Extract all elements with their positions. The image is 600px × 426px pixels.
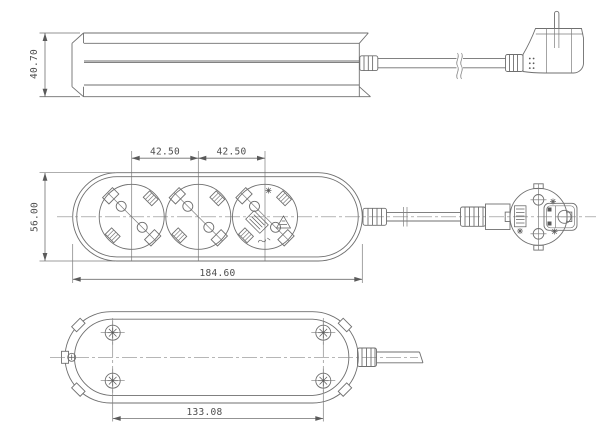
certification-mark-icon xyxy=(265,187,272,194)
plug-side xyxy=(505,10,584,74)
plug-rating-label xyxy=(514,205,527,228)
cable-front xyxy=(362,203,511,230)
side-view: 40.70 xyxy=(29,10,584,98)
dimension-label-56-00: 56.00 xyxy=(30,202,41,232)
plug-certification-mark-3 xyxy=(516,227,524,235)
dimension-42-50-pair: 42.50 42.50 xyxy=(131,147,266,262)
dimension-40-70: 40.70 xyxy=(29,32,80,98)
clamp-screw-head-bottom xyxy=(547,221,552,226)
plug-certification-mark-1 xyxy=(549,198,557,205)
recycle-triangle-icon xyxy=(275,215,292,229)
plug-face xyxy=(504,183,578,251)
dimension-label-184-60: 184.60 xyxy=(199,268,235,279)
plug-tab-left xyxy=(504,211,511,222)
strip-body-side xyxy=(71,32,371,98)
dimension-56-00: 56.00 xyxy=(30,172,115,262)
screw-hole-bottom-left xyxy=(100,368,126,394)
cable-bottom xyxy=(357,347,424,367)
dimension-label-42-50-left: 42.50 xyxy=(150,147,180,158)
strip-body-front xyxy=(72,172,363,262)
screw-hole-top-right xyxy=(310,320,336,346)
dimension-label-133-08: 133.08 xyxy=(186,407,222,418)
plug-certification-mark-2 xyxy=(551,228,558,235)
socket-3-markings xyxy=(245,187,292,243)
earth-pin xyxy=(554,10,560,29)
clamp-screw-head-top xyxy=(547,207,552,212)
screw-hole-top-left xyxy=(100,320,126,346)
mounting-notches xyxy=(61,317,353,397)
cord-clamp xyxy=(543,202,578,231)
bottom-view: 133.08 xyxy=(50,311,424,422)
service-screw xyxy=(67,352,77,362)
dimension-label-40-70: 40.70 xyxy=(29,49,40,79)
cable-break-icon xyxy=(456,52,463,80)
grip-dots xyxy=(528,57,535,69)
dimension-label-42-50-right: 42.50 xyxy=(216,147,246,158)
cable-side xyxy=(359,52,506,80)
dimension-184-60: 184.60 xyxy=(72,244,363,283)
rating-label xyxy=(245,210,269,234)
molded-text xyxy=(257,237,271,243)
front-view: 42.50 42.50 56.00 xyxy=(30,147,596,283)
dimension-133-08: 133.08 xyxy=(112,395,324,422)
